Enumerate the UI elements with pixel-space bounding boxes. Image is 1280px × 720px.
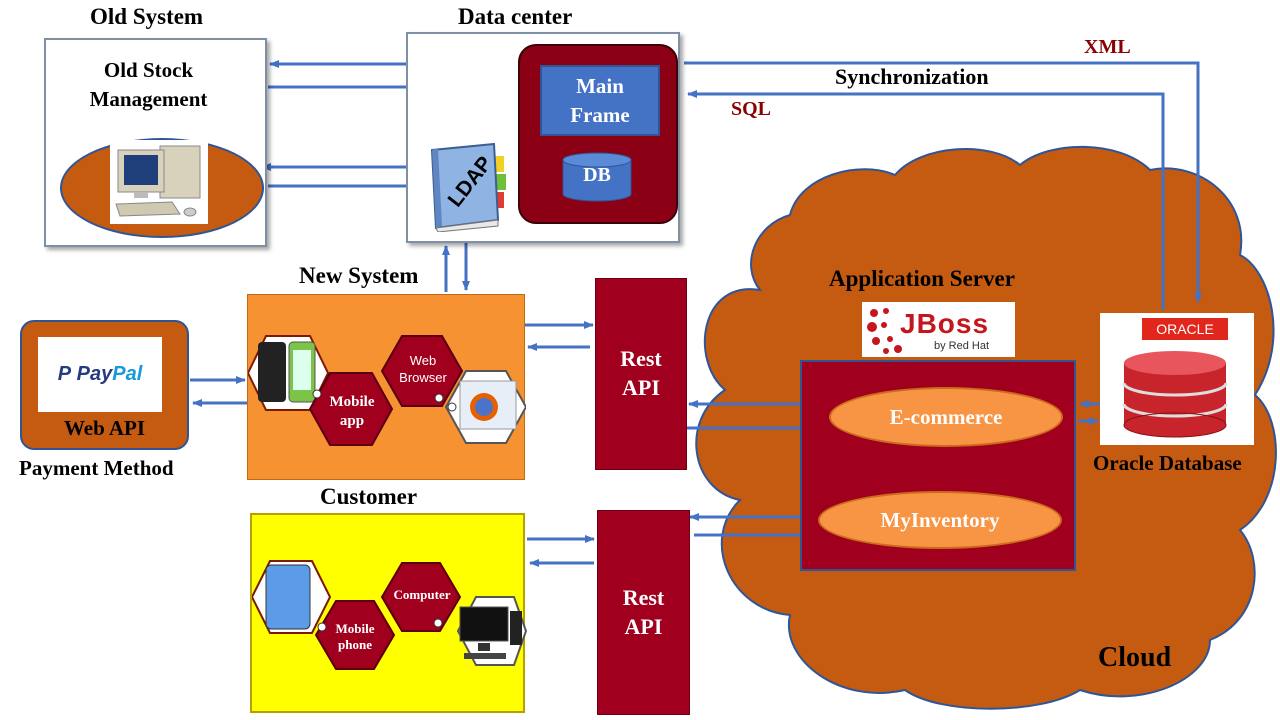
smartphones-icon: [248, 335, 330, 411]
firefox-browser-icon: [444, 370, 526, 444]
mobile-app-label: Mobile app: [329, 394, 375, 429]
payment-method-label: Payment Method: [19, 456, 174, 480]
sql-label: SQL: [731, 98, 772, 120]
old-stock-label: Old Stock Management: [89, 58, 208, 112]
new-system-title: New System: [299, 263, 419, 288]
web-browser-hexagon: [380, 335, 464, 407]
customer-panel: Computer Mobile phone: [250, 513, 527, 713]
web-api-label: Web API: [63, 416, 146, 440]
oracle-database-icon: ORACLE: [1100, 313, 1254, 445]
arrow-xml: [684, 61, 1202, 303]
mainframe-box: Main Frame: [540, 65, 660, 136]
cloud-label: Cloud: [1098, 642, 1172, 673]
paypal-p-icon: P: [57, 363, 77, 385]
old-system-title: Old System: [90, 4, 204, 29]
xml-label: XML: [1084, 36, 1131, 58]
data-center-box: Main Frame DB LDAP: [406, 32, 680, 243]
data-center-title: Data center: [458, 4, 573, 29]
mobile-app-hexagon: [308, 372, 394, 446]
arrow-sql-sync: [687, 90, 1165, 310]
web-browser-label: Web Browser: [399, 353, 447, 385]
myinventory-oval: MyInventory: [818, 491, 1062, 549]
mainframe-container: Main Frame DB: [518, 44, 678, 224]
ecommerce-oval: E-commerce: [829, 387, 1063, 447]
jboss-dots-icon: [867, 308, 902, 354]
mobile-phone-hexagon: [314, 600, 396, 670]
db-cylinder: DB: [562, 152, 632, 202]
synchronization-label: Synchronization: [835, 64, 989, 89]
oracle-logo: ORACLE: [1142, 318, 1228, 340]
customer-title: Customer: [320, 484, 418, 509]
old-stock-management-box: Old Stock Management: [44, 38, 267, 247]
mobile-phone-device-icon: [252, 560, 332, 634]
mobile-phone-label: Mobile phone: [335, 621, 375, 652]
rest-api-top: Rest API: [595, 278, 687, 470]
db-label: DB: [583, 164, 611, 186]
monitor-device-icon: [456, 596, 527, 666]
application-server-title: Application Server: [829, 266, 1015, 291]
computer-hexagon: [380, 562, 462, 632]
oracle-database-label: Oracle Database: [1093, 451, 1242, 475]
computer-label: Computer: [393, 587, 451, 602]
new-system-panel: Mobile app Web Browser: [247, 294, 526, 480]
ldap-book-icon: LDAP: [428, 142, 512, 233]
jboss-logo: JBoss by Red Hat: [862, 302, 1015, 357]
rest-api-bottom: Rest API: [597, 510, 690, 715]
desktop-computer-icon: [110, 140, 208, 224]
